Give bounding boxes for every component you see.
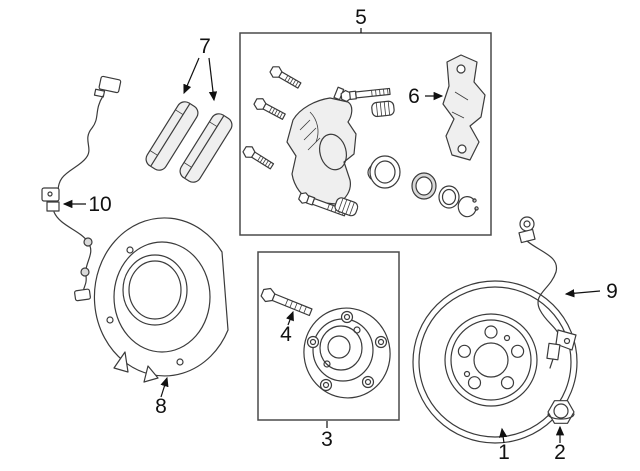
callout-4: 4 [280, 323, 292, 346]
brake-hose [518, 216, 577, 369]
hub-bearing-assembly [303, 307, 391, 399]
callout-3: 3 [321, 428, 333, 451]
hose-end-fitting [546, 342, 561, 361]
hose-bracket [555, 329, 577, 351]
banjo-fitting [519, 216, 535, 232]
caliper-group-box [239, 32, 492, 236]
sensor-connector [98, 75, 122, 94]
lug-hole [510, 344, 525, 358]
sensor-plug [74, 288, 91, 302]
splash-shield [93, 217, 229, 383]
callout-9: 9 [606, 280, 618, 303]
leader-9 [564, 289, 601, 298]
brake-pad [145, 101, 199, 171]
wire-grommet [83, 237, 93, 247]
brake-caliper-assembly [240, 54, 486, 219]
wheel-stud [340, 310, 354, 324]
shield-tab [143, 365, 159, 383]
circlip [457, 196, 479, 218]
callout-5: 5 [355, 6, 367, 29]
hub-nut [547, 400, 575, 424]
leader-7b [208, 57, 218, 102]
hub-mounting-bolt [260, 287, 313, 317]
wire-grommet [80, 267, 90, 277]
caliper-bolt [240, 143, 276, 172]
callout-6: 6 [408, 85, 420, 108]
piston-seal [411, 172, 437, 200]
callout-10: 10 [88, 193, 111, 216]
lug-hole [484, 325, 498, 339]
caliper-body [286, 86, 357, 205]
wheel-stud [361, 375, 375, 389]
hub-group-box [257, 251, 400, 421]
callout-7: 7 [199, 35, 211, 58]
lug-hole [457, 344, 471, 358]
caliper-guide-pin [340, 85, 391, 103]
leader-4 [286, 310, 294, 326]
caliper-mounting-bracket [442, 54, 486, 161]
wheel-stud [319, 378, 333, 392]
callout-8: 8 [155, 395, 167, 418]
lug-hole [500, 376, 515, 390]
callout-2: 2 [554, 441, 566, 464]
dust-seal [438, 185, 460, 209]
caliper-piston [367, 155, 401, 189]
leader-1 [499, 427, 508, 444]
guide-pin-boot [333, 195, 360, 218]
caliper-bolt [267, 63, 303, 92]
wheel-stud [306, 335, 320, 349]
shield-tab [113, 351, 129, 373]
brake-rotor [412, 280, 578, 444]
lug-hole [467, 376, 482, 390]
leader-8 [160, 376, 169, 398]
abs-speed-sensor-wire [41, 75, 122, 302]
leader-7a [183, 57, 200, 95]
brake-pad [179, 113, 233, 183]
sensor-bracket [41, 187, 60, 212]
wheel-stud [374, 335, 388, 349]
brake-pad-set [145, 101, 233, 183]
caliper-bolt [251, 95, 288, 123]
callout-1: 1 [498, 441, 510, 464]
guide-pin-boot [370, 100, 396, 118]
